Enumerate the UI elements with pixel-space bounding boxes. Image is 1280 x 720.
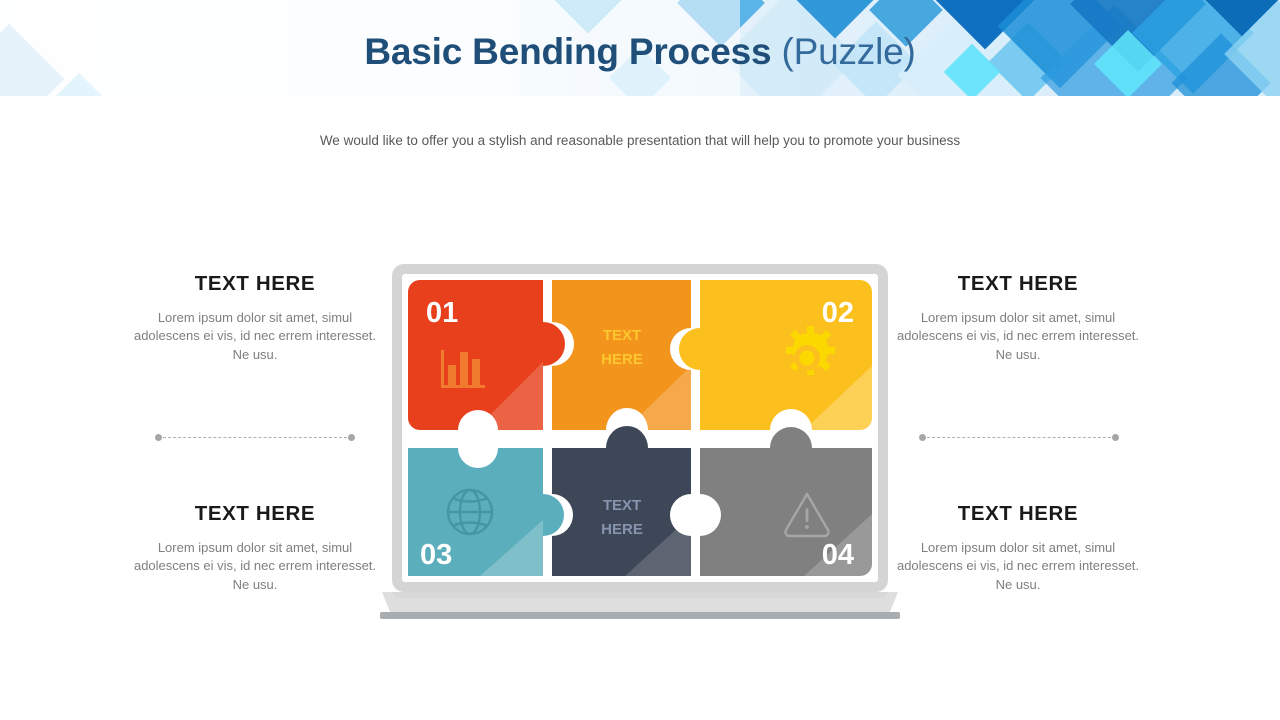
text-block-body: Lorem ipsum dolor sit amet, simul adoles… — [896, 540, 1140, 592]
puzzle-piece-03[interactable]: 03 — [408, 448, 564, 576]
text-block-title: TEXT HERE — [957, 502, 1079, 525]
divider-dot-start — [155, 433, 162, 441]
text-block-body: Lorem ipsum dolor sit amet, simul adoles… — [133, 310, 377, 362]
banner-diamond-group-right — [548, 0, 1280, 104]
divider-left — [155, 432, 355, 442]
divider-right — [919, 432, 1119, 442]
text-block-top-left: TEXT HERE Lorem ipsum dolor sit amet, si… — [130, 272, 380, 364]
text-block-title: TEXT HERE — [957, 272, 1079, 295]
piece-label-center-top-line2: HERE — [601, 351, 643, 368]
piece-label-center-top-line1: TEXT — [603, 327, 641, 344]
page-title: Basic Bending Process (Puzzle) — [364, 31, 915, 73]
laptop-base — [380, 592, 900, 619]
piece-label-center-bottom-line1: TEXT — [603, 497, 641, 514]
page-title-suffix: (Puzzle) — [781, 31, 916, 72]
text-block-top-right: TEXT HERE Lorem ipsum dolor sit amet, si… — [893, 272, 1143, 364]
bar-chart-icon — [441, 350, 485, 388]
gear-icon — [786, 326, 835, 375]
puzzle-piece-center-top[interactable]: TEXT HERE — [552, 280, 691, 430]
text-block-bottom-right: TEXT HERE Lorem ipsum dolor sit amet, si… — [893, 502, 1143, 594]
header-banner — [0, 0, 1280, 104]
laptop-puzzle-diagram: 01 TEXT HERE 02 — [380, 262, 900, 620]
puzzle-piece-center-bottom[interactable]: TEXT HERE — [552, 426, 691, 576]
divider-dashed-line — [163, 436, 347, 438]
divider-dashed-line — [927, 436, 1111, 438]
text-block-title: TEXT HERE — [194, 502, 316, 525]
text-block-title: TEXT HERE — [194, 272, 316, 295]
puzzle-piece-01[interactable]: 01 — [408, 280, 565, 430]
divider-dot-end — [348, 433, 355, 441]
page-title-main: Basic Bending Process — [364, 31, 782, 72]
puzzle-piece-02[interactable]: 02 — [678, 280, 872, 430]
puzzle-piece-04[interactable]: 04 — [700, 427, 872, 576]
divider-dot-end — [1112, 433, 1119, 441]
piece-number-02: 02 — [822, 297, 854, 329]
text-block-body: Lorem ipsum dolor sit amet, simul adoles… — [896, 310, 1140, 362]
piece-number-03: 03 — [420, 539, 452, 571]
piece-number-01: 01 — [426, 297, 458, 329]
warning-triangle-icon — [784, 492, 830, 538]
piece-number-04: 04 — [822, 539, 854, 571]
title-bar: Basic Bending Process (Puzzle) — [0, 0, 1280, 104]
text-block-body: Lorem ipsum dolor sit amet, simul adoles… — [133, 540, 377, 592]
slide-subtitle: We would like to offer you a stylish and… — [319, 133, 961, 148]
text-block-bottom-left: TEXT HERE Lorem ipsum dolor sit amet, si… — [130, 502, 380, 594]
globe-icon — [446, 488, 494, 536]
divider-dot-start — [919, 433, 926, 441]
piece-label-center-bottom-line2: HERE — [601, 521, 643, 538]
